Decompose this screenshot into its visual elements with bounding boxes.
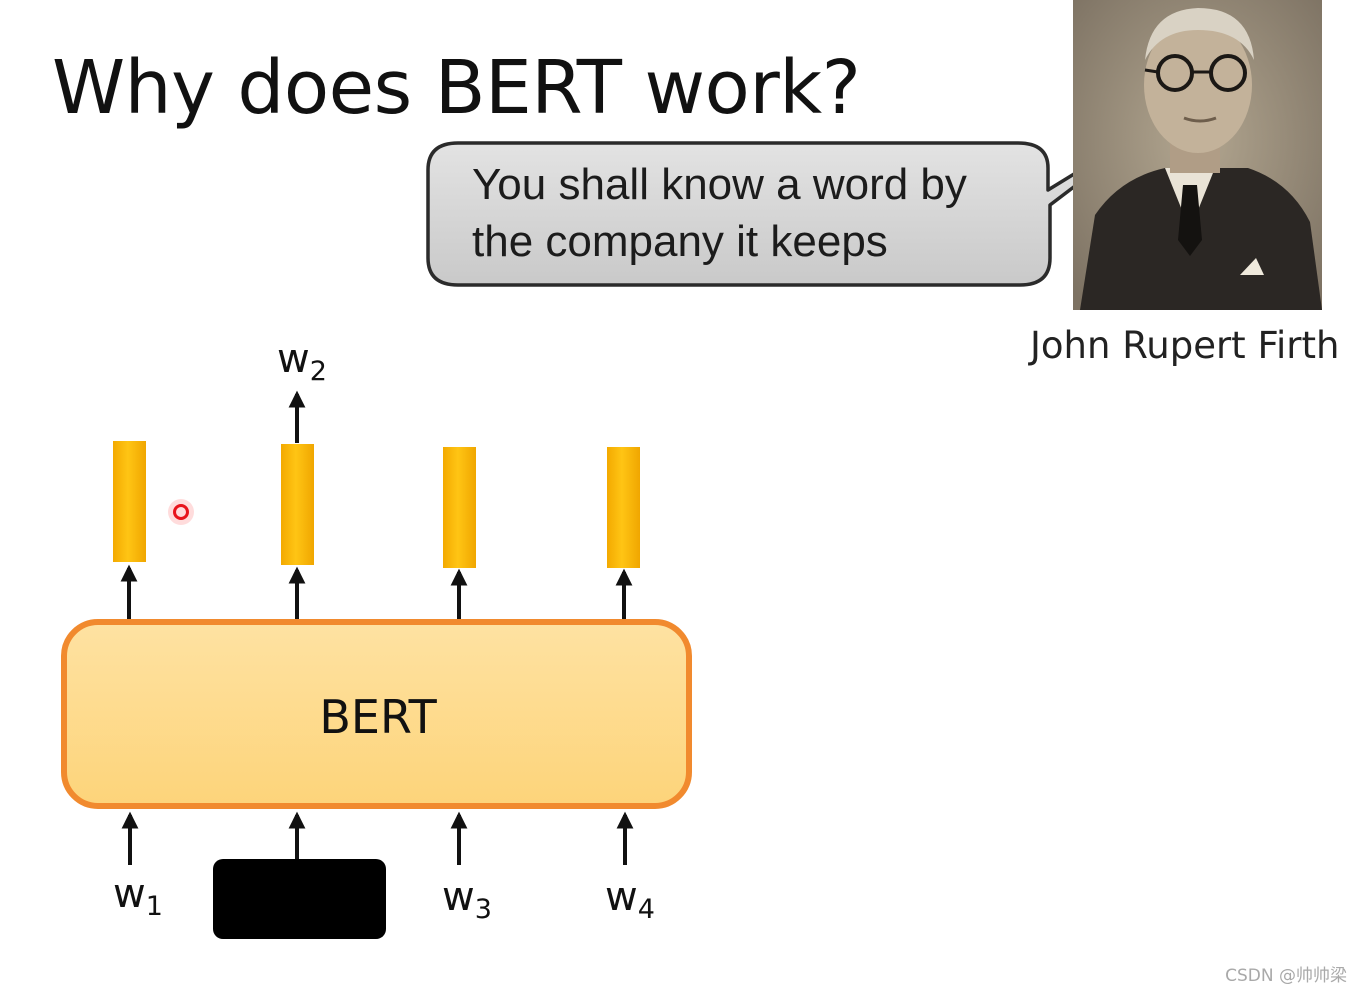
- input-word-label-4: w4: [605, 874, 655, 925]
- embedding-bar-3: [443, 447, 476, 568]
- embedding-bar-1: [113, 441, 146, 562]
- slide-title: Why does BERT work?: [52, 45, 861, 131]
- embedding-bar-2: [281, 444, 314, 565]
- input-word-label-3: w3: [442, 874, 492, 925]
- input-word-subscript-4: 4: [638, 894, 655, 925]
- bert-label: BERT: [319, 690, 437, 744]
- quote-line-1: You shall know a word by: [472, 160, 967, 209]
- quote-line-2: the company it keeps: [472, 217, 888, 266]
- output-word-subscript: 2: [310, 356, 327, 387]
- watermark: CSDN @帅帅梁: [1225, 966, 1347, 986]
- input-word-label-1: w1: [113, 871, 163, 922]
- output-word-label: w2: [277, 336, 327, 387]
- input-word-subscript-3: 3: [475, 894, 492, 925]
- speech-bubble: [426, 118, 1164, 287]
- quote-text: You shall know a word by the company it …: [472, 156, 1047, 270]
- input-word-base-3: w: [442, 874, 475, 920]
- bert-block: [61, 619, 692, 809]
- input-word-base-1: w: [113, 871, 146, 917]
- masked-token-block: [213, 859, 386, 939]
- input-word-base-4: w: [605, 874, 638, 920]
- output-word-base: w: [277, 336, 310, 382]
- portrait-photo: [1073, 0, 1322, 310]
- portrait-caption: John Rupert Firth: [1030, 324, 1340, 367]
- embedding-bar-4: [607, 447, 640, 568]
- laser-pointer-dot: [168, 499, 194, 525]
- input-word-subscript-1: 1: [146, 891, 163, 922]
